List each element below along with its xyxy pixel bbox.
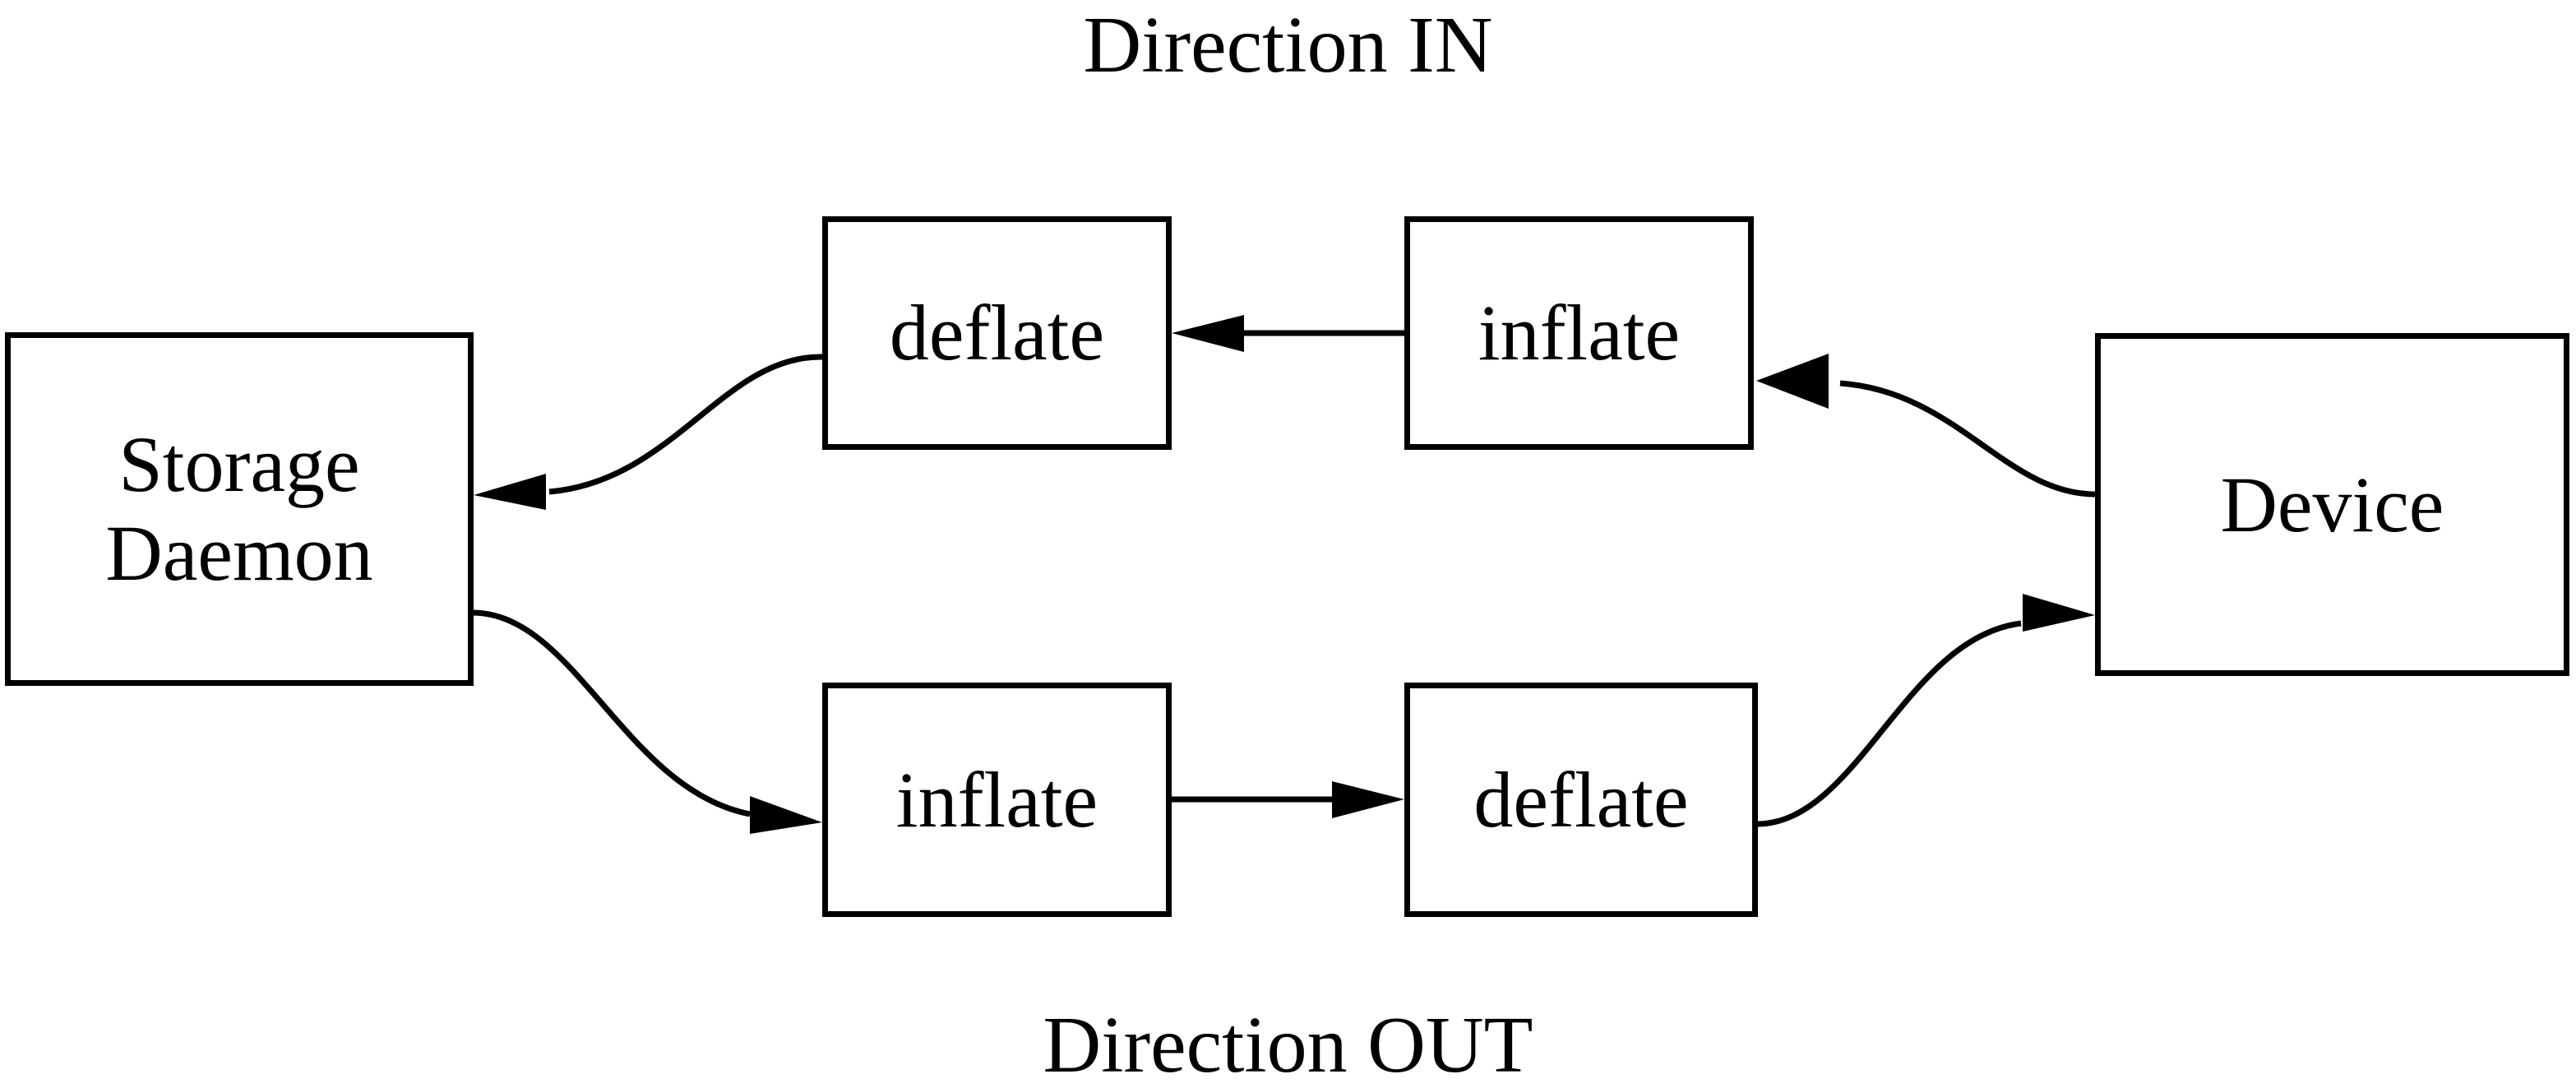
direction-in-label: Direction IN (1083, 1, 1493, 90)
edge-storage-to-inflate-out (473, 609, 822, 834)
node-deflate-out-label: deflate (1473, 755, 1689, 844)
node-storage-daemon-label-line1: Storage (118, 420, 360, 509)
node-deflate-in[interactable]: deflate (822, 216, 1172, 450)
node-device-label: Device (2220, 460, 2444, 549)
node-storage-daemon-label-line2: Daemon (105, 509, 373, 597)
node-inflate-in-label: inflate (1478, 289, 1681, 377)
edge-inflate-in-to-deflate-in (1172, 315, 1404, 352)
edge-device-to-inflate-in (1756, 354, 2096, 498)
node-storage-daemon[interactable]: Storage Daemon (5, 332, 474, 686)
direction-out-label: Direction OUT (1043, 1001, 1533, 1088)
node-deflate-out[interactable]: deflate (1404, 683, 1758, 917)
node-deflate-in-label: deflate (889, 289, 1105, 377)
node-inflate-in[interactable]: inflate (1404, 216, 1754, 450)
node-device[interactable]: Device (2095, 333, 2569, 676)
edge-deflate-out-to-device (1757, 594, 2095, 827)
node-inflate-out-label: inflate (895, 755, 1098, 844)
edge-deflate-in-to-storage (474, 354, 823, 510)
node-inflate-out[interactable]: inflate (822, 683, 1172, 917)
edge-inflate-out-to-deflate-out (1172, 781, 1404, 818)
